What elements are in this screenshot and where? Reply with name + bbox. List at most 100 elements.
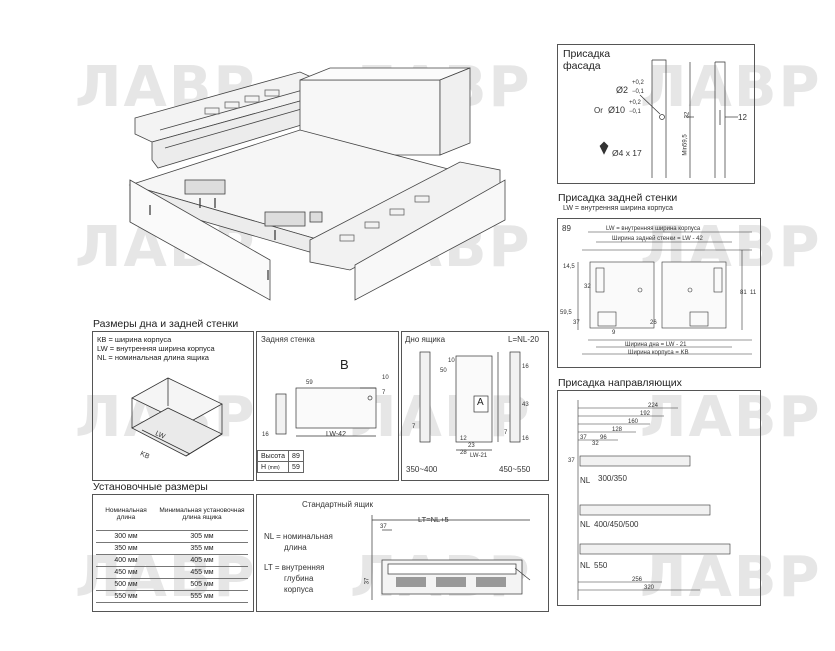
guides-group-1: 300/350 xyxy=(598,474,627,483)
rear-wall-h-cell: H (mm) xyxy=(256,461,290,473)
back-wall-d37: 37 xyxy=(573,320,580,326)
drawer-bottom-dim-43: 43 xyxy=(522,402,529,408)
facade-screw: Ø4 x 17 xyxy=(612,148,642,158)
install-row-2-min: 355 мм xyxy=(156,542,248,555)
facade-d2-tol-plus: +0,2 xyxy=(632,80,644,86)
back-wall-rear-label: Ширина задней стенки = LW - 42 xyxy=(612,236,703,242)
standard-title: Стандартный ящик xyxy=(302,500,374,509)
guides-bottom-320: 320 xyxy=(644,585,655,591)
install-row-3-nominal: 400 мм xyxy=(96,554,156,567)
facade-dim-12: 12 xyxy=(738,113,747,122)
guides-group-2: 400/450/500 xyxy=(594,520,639,529)
legend-kb: КВ = ширина корпуса xyxy=(97,335,172,344)
back-wall-d32: 32 xyxy=(584,284,591,290)
back-wall-d11: 11 xyxy=(750,290,757,296)
drawer-bottom-dim-16b: 16 xyxy=(522,436,529,442)
guides-title: Присадка направляющих xyxy=(558,377,682,389)
guides-dim-96: 96 xyxy=(600,435,607,441)
drawer-bottom-nl-label: L=NL-20 xyxy=(508,335,539,344)
standard-nl-def2: длина xyxy=(284,543,307,552)
facade-title-line1: Присадка xyxy=(563,48,611,60)
guides-dim-37: 37 xyxy=(580,435,587,441)
drawer-bottom-dim-7: 7 xyxy=(412,424,416,430)
guides-panel xyxy=(557,390,761,606)
guides-nl-label-1: NL xyxy=(580,476,591,485)
install-table: Номинальная длина Минимальная установочн… xyxy=(96,498,248,603)
install-col1: Номинальная длина xyxy=(96,498,156,531)
standard-d37: 37 xyxy=(380,524,387,530)
guides-dim-160: 160 xyxy=(628,419,639,425)
guides-nl-label-2: NL xyxy=(580,520,591,529)
drawer-bottom-dim-7b: 7 xyxy=(504,430,508,436)
guides-dim-37b: 37 xyxy=(568,458,575,464)
guides-dim-192: 192 xyxy=(640,411,651,417)
install-row-3-min: 405 мм xyxy=(156,554,248,567)
rear-wall-d16: 16 xyxy=(262,432,269,438)
drawer-bottom-dim-10: 10 xyxy=(448,358,455,364)
drawer-bottom-dim-23: 23 xyxy=(468,443,475,449)
guides-dim-32: 32 xyxy=(592,441,599,447)
rear-wall-h-label: H xyxy=(261,463,267,471)
guides-dim-224: 224 xyxy=(648,403,659,409)
install-col2: Минимальная установочная длина ящика xyxy=(156,498,248,531)
standard-lt-def1: LT = внутренняя xyxy=(264,563,325,572)
facade-d10: Ø10 xyxy=(608,105,626,115)
back-wall-d145: 14,5 xyxy=(563,264,575,270)
install-row-6-nominal: 550 мм xyxy=(96,590,156,603)
bottom-sizes-legend: КВ = ширина корпуса LW = внутренняя шири… xyxy=(97,335,215,362)
drawer-bottom-dim-16a: 16 xyxy=(522,364,529,370)
rear-wall-h-value: 59 xyxy=(288,461,304,473)
facade-d10-tol-plus: +0,2 xyxy=(629,100,641,106)
drawer-bottom-letter: A xyxy=(477,397,484,408)
back-wall-d9: 9 xyxy=(612,330,616,336)
back-wall-d595: 59,5 xyxy=(560,310,572,316)
back-wall-bottom-label: Ширина дна = LW - 21 xyxy=(625,342,687,348)
install-row-1-nominal: 300 мм xyxy=(96,530,156,543)
install-row-5-min: 505 мм xyxy=(156,578,248,591)
legend-lw: LW = внутренняя ширина корпуса xyxy=(97,344,215,353)
install-row-5-nominal: 500 мм xyxy=(96,578,156,591)
facade-drilling-panel xyxy=(557,44,755,184)
drawer-bottom-range1: 350~400 xyxy=(406,465,438,474)
facade-title-line2: фасада xyxy=(563,60,601,72)
install-row-4-nominal: 450 мм xyxy=(96,566,156,579)
rear-wall-d7: 7 xyxy=(382,390,386,396)
drawer-bottom-dim-50: 50 xyxy=(440,368,447,374)
rear-wall-h-unit: (mm) xyxy=(268,464,280,471)
legend-nl: NL = номинальная длина ящика xyxy=(97,353,209,362)
standard-lt-label: LT=NL+5 xyxy=(418,515,449,524)
guides-bottom-256: 256 xyxy=(632,577,643,583)
facade-d2: Ø2 xyxy=(616,85,629,95)
standard-d37b: 37 xyxy=(364,577,371,585)
guides-dim-128: 128 xyxy=(612,427,623,433)
back-wall-panel xyxy=(557,218,761,368)
facade-d2-tol-minus: −0,1 xyxy=(632,89,644,95)
standard-lt-def3: корпуса xyxy=(284,585,314,594)
drawer-bottom-dim-lw21: LW-21 xyxy=(470,453,488,459)
drawer-bottom-title: Дно ящика xyxy=(405,335,446,344)
drawer-bottom-dim-28: 28 xyxy=(460,450,467,456)
standard-lt-def2: глубина xyxy=(284,574,314,583)
rear-wall-dim: LW-42 xyxy=(326,431,346,438)
rear-wall-d10: 10 xyxy=(382,375,389,381)
standard-drawer-panel xyxy=(256,494,549,612)
install-row-2-nominal: 350 мм xyxy=(96,542,156,555)
guides-group-3: 550 xyxy=(594,561,608,570)
install-row-6-min: 555 мм xyxy=(156,590,248,603)
back-wall-kb-label: Ширина корпуса = KB xyxy=(628,350,689,356)
rear-wall-title: Задняя стенка xyxy=(261,335,315,344)
back-wall-height: 89 xyxy=(562,224,571,233)
back-wall-title: Присадка задней стенки xyxy=(558,192,678,204)
bottom-sizes-title: Размеры дна и задней стенки xyxy=(93,318,239,330)
install-row-1-min: 305 мм xyxy=(156,530,248,543)
guides-nl-label-3: NL xyxy=(580,561,591,570)
drawer-bottom-range2: 450~550 xyxy=(499,465,531,474)
rear-wall-panel xyxy=(256,331,399,481)
